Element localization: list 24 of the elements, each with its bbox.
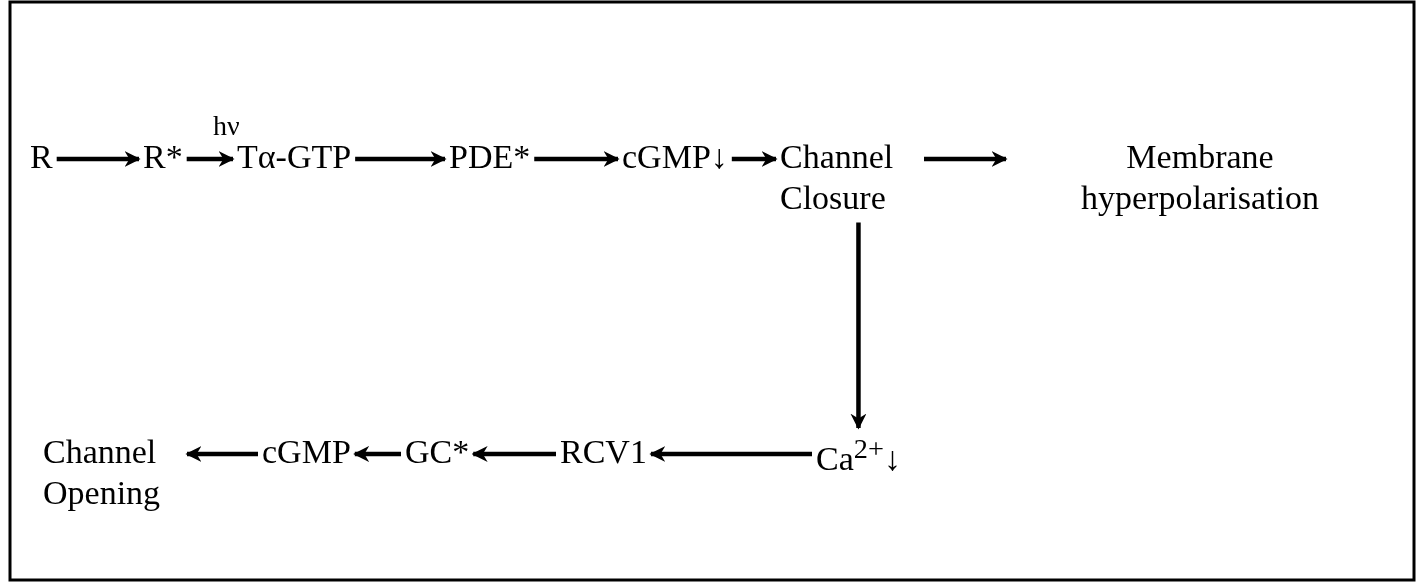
pathway-step: Channel Opening [43, 432, 183, 514]
arrow [534, 151, 620, 167]
pathway-step: R [30, 137, 53, 178]
light-energy-label: hν [213, 112, 240, 140]
pathway-step: cGMP [262, 432, 351, 473]
arrow [353, 446, 401, 462]
pathway-step: GC* [405, 432, 470, 473]
arrow [56, 151, 141, 167]
arrow [186, 151, 235, 167]
arrow [649, 446, 812, 462]
pathway-step: RCV1 [560, 432, 647, 473]
pathway-step: R* [143, 137, 183, 178]
pathway-step: Ca$^{2+}$↓ [816, 432, 901, 481]
pathway-step: Channel Closure [780, 137, 920, 219]
arrow [850, 222, 867, 430]
pathway-step: PDE* [449, 137, 531, 178]
pathway-step: cGMP↓ [622, 137, 728, 178]
pathway-step: Tα-GTP [237, 137, 352, 178]
arrow [355, 151, 447, 167]
arrow [924, 151, 1008, 167]
arrow [471, 446, 556, 462]
arrow [731, 151, 778, 167]
pathway-step: Membrane hyperpolarisation [1010, 137, 1390, 219]
arrow [185, 446, 258, 462]
